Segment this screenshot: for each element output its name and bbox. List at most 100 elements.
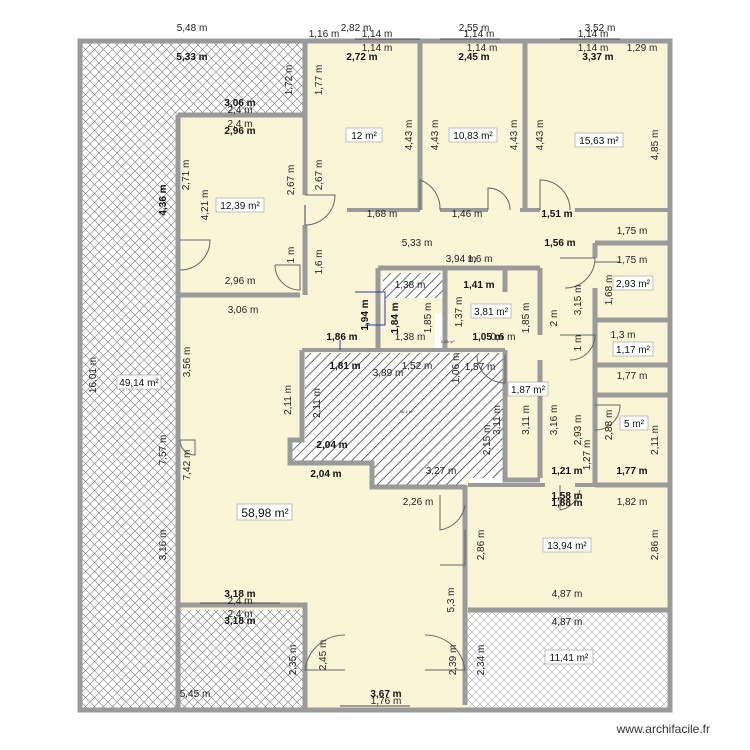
dim: 2,04 m [310, 469, 341, 480]
dim: 1,72 m [284, 65, 295, 96]
dim: 1,37 m [454, 297, 465, 328]
stair-lines [339, 291, 386, 350]
dim: 1,82 m [617, 497, 648, 508]
dim: 2,45 m [458, 52, 489, 63]
dim: 7,57 m [158, 435, 169, 466]
dim: 5,45 m [180, 689, 211, 700]
dim: 0,6 m [490, 332, 515, 343]
dim: 1,3 m [610, 330, 635, 341]
dim: 3,67 m [370, 689, 401, 700]
dim: 1,05 m [472, 332, 503, 343]
dim: 4,36 m [158, 184, 169, 215]
area-terrace-left: 49,14 m² [119, 378, 159, 389]
dim: 1 m [286, 247, 297, 264]
dim: 2,15 m [482, 425, 493, 456]
dim: 1,38 m [395, 280, 426, 291]
core-hatched [292, 353, 505, 485]
dim: 3,94 m [446, 254, 477, 265]
dim: 2,71 m [181, 160, 192, 191]
dim: 3,27 m [426, 466, 457, 477]
dim: 3,16 m [158, 530, 169, 561]
dim: 1,75 m [617, 255, 648, 266]
dim: 2 m [549, 310, 560, 327]
area-stair-small: 0,65 m² [441, 339, 455, 344]
dim: 3,89 m [373, 368, 404, 379]
dim: 1,29 m [627, 43, 658, 54]
area-room-117: 1,17 m² [616, 345, 651, 356]
area-terrace-bottom-right: 11,41 m² [550, 653, 589, 664]
dim: 7,42 m [182, 450, 193, 481]
dim: 2,4 m [227, 609, 252, 620]
area-room-12: 12 m² [351, 131, 377, 142]
doors [179, 179, 621, 671]
dim: 1,52 m [402, 361, 433, 372]
dim: 1,14 m [362, 29, 393, 40]
dim: 5,3 m [446, 587, 457, 612]
dim: 1,76 m [371, 696, 402, 707]
dim: 3,15 m [573, 285, 584, 316]
dim: 1,38 m [395, 332, 426, 343]
dim: 2,67 m [314, 160, 325, 191]
dim: 1,85 m [521, 303, 532, 334]
area-room-293: 2,93 m² [616, 279, 651, 290]
dim: 1,27 m [582, 440, 593, 471]
dim: 3,11 m [492, 405, 503, 435]
area-room-1394: 13,94 m² [547, 541, 587, 552]
dim: 1,85 m [423, 303, 434, 334]
dim: 1 m [573, 335, 584, 352]
dim: 1,16 m [309, 29, 340, 40]
dim: 2,04 m [316, 440, 347, 451]
area-labels: 49,14 m² 58,98 m² 12,39 m² 12 m² 10,83 m… [116, 127, 654, 665]
dim: 3,52 m [585, 23, 616, 34]
dim: 4,43 m [509, 120, 520, 151]
dim: 4,87 m [552, 589, 583, 600]
dim: 1,41 m [463, 280, 494, 291]
dim: 4,85 m [650, 130, 661, 161]
dim: 3,16 m [549, 405, 560, 436]
dim: 3,37 m [582, 52, 613, 63]
area-room-1083: 10,83 m² [453, 131, 493, 142]
dim: 3,11 m [521, 405, 532, 435]
dim: 1,88 m [551, 498, 582, 509]
dim: 1,75 m [617, 226, 648, 237]
dim: 1,77 m [616, 466, 647, 477]
dim: 1,77 m [314, 65, 325, 96]
dim: 1,6 m [314, 249, 325, 274]
dim: 1,14 m [467, 43, 498, 54]
dim: 1,14 m [578, 29, 609, 40]
dim: 1,86 m [326, 332, 357, 343]
dim: 16,01 m [88, 357, 99, 393]
dim: 1,56 m [544, 238, 575, 249]
dim: 2,72 m [346, 52, 377, 63]
dim: 1,14 m [362, 43, 393, 54]
dim: 1,51 m [541, 209, 572, 220]
area-room-1563: 15,63 m² [579, 136, 619, 147]
dimension-labels-vertical: 1,72 m 1,77 m 4,43 m 4,43 m 4,43 m 4,43 … [88, 65, 661, 676]
walls [77, 38, 673, 713]
dim: 2,11 m [283, 385, 294, 415]
area-living: 58,98 m² [241, 506, 288, 520]
area-core-small: 16,4 m² [400, 409, 414, 414]
dim: 2,88 m [604, 410, 615, 441]
dim: 5,48 m [177, 23, 208, 34]
dim: 3,18 m [224, 589, 255, 600]
dim: 4,21 m [200, 190, 211, 221]
dim: 3,18 m [224, 616, 255, 627]
dim: 1,68 m [367, 209, 398, 220]
dim: 1,06 m [451, 353, 462, 384]
dim: 2,96 m [225, 276, 256, 287]
area-room-upper-left: 12,39 m² [220, 201, 260, 212]
dim: 1,94 m [360, 299, 371, 330]
dim: 4,43 m [430, 120, 441, 151]
dim: 2,26 m [403, 497, 434, 508]
terrace-left [82, 43, 305, 708]
dim: 3,06 m [224, 98, 255, 109]
dim: 2,4 m [227, 119, 252, 130]
dim: 1,14 m [464, 29, 495, 40]
dim: 1,57 m [465, 362, 496, 373]
dim: 3,06 m [228, 305, 259, 316]
dim: 1,46 m [452, 209, 483, 220]
dim: 2,82 m [341, 23, 372, 34]
dim: 1,68 m [604, 275, 615, 306]
